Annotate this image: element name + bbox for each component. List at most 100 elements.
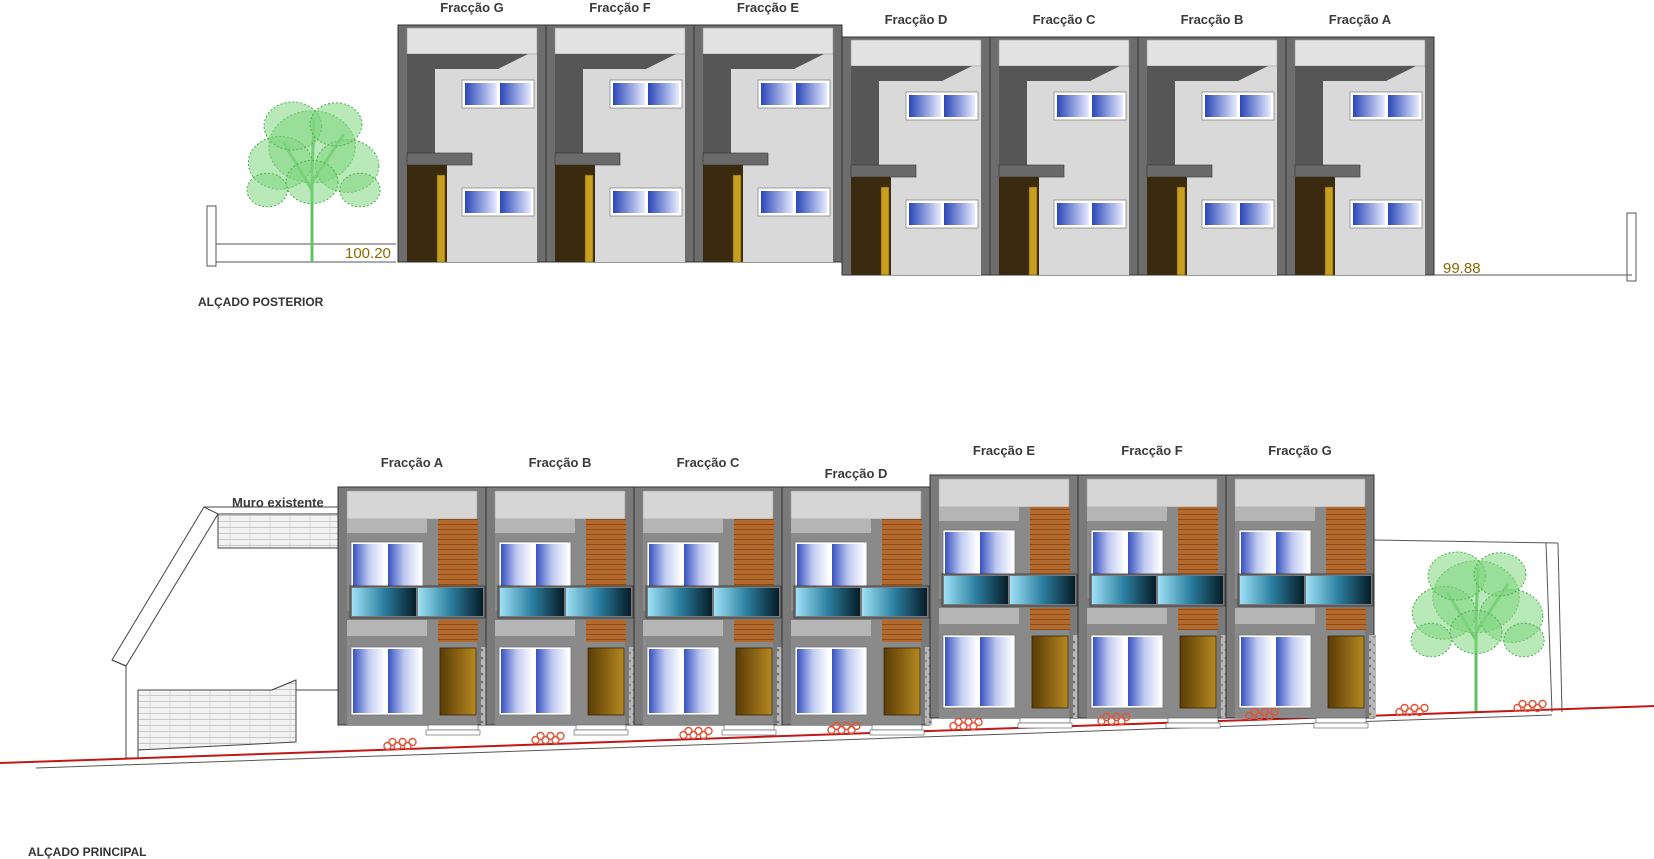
window-pane — [1241, 637, 1273, 706]
entrance-door — [1179, 635, 1217, 709]
window-pane — [1276, 637, 1309, 706]
window-pane — [1205, 203, 1237, 225]
window-pane — [501, 544, 533, 588]
balcony-glass — [796, 588, 860, 616]
unit-label: Fracção C — [677, 455, 740, 470]
existing-wall — [111, 506, 339, 759]
soffit — [791, 519, 871, 533]
tree-foliage — [309, 102, 363, 147]
shrub-leaf — [403, 741, 412, 751]
window-pane — [1240, 95, 1271, 117]
roof-band — [850, 39, 982, 67]
stone-pier — [1073, 635, 1080, 718]
window-pane — [945, 637, 977, 706]
balcony-glass — [648, 588, 712, 616]
window-pane — [761, 83, 793, 105]
entrance-step — [425, 729, 481, 736]
shrub-leaf — [1107, 716, 1116, 726]
door-leaf — [584, 174, 594, 263]
shrub-leaf — [1255, 711, 1264, 721]
window-pane — [648, 191, 679, 213]
entrance-step — [427, 724, 479, 731]
roof-band — [406, 27, 538, 55]
window-pane — [1353, 203, 1385, 225]
window-pane — [909, 95, 941, 117]
balcony-glass — [352, 588, 416, 616]
shrub-leaf — [1415, 707, 1424, 717]
window-pane — [1241, 532, 1273, 576]
overhang-shadow — [999, 66, 1120, 165]
window-pane — [1128, 532, 1161, 576]
window-pane — [797, 649, 829, 713]
window-pane — [1353, 95, 1385, 117]
window-pane — [832, 544, 865, 588]
window-pane — [980, 532, 1013, 576]
shrub-leaf — [398, 737, 407, 747]
timber-cladding — [1178, 608, 1218, 630]
shrub — [1097, 712, 1131, 726]
timber-cladding — [734, 620, 774, 642]
entrance-step — [869, 729, 925, 736]
overhang-shadow — [851, 66, 972, 165]
shrub-leaf — [969, 721, 978, 731]
window-pane — [1093, 637, 1125, 706]
window-pane — [832, 649, 865, 713]
window-pane — [613, 83, 645, 105]
window-pane — [1092, 203, 1123, 225]
window-pane — [1093, 532, 1125, 576]
rear-boundary — [206, 205, 1637, 282]
shrub-leaf — [1528, 699, 1537, 709]
shrub-leaf — [852, 721, 861, 731]
roof-band — [346, 490, 478, 520]
shrub-leaf — [388, 737, 397, 747]
timber-cladding — [1178, 507, 1218, 577]
shrub-leaf — [689, 730, 698, 740]
entrance-door — [587, 647, 625, 716]
unit-label: Fracção E — [973, 443, 1035, 458]
soffit — [1087, 608, 1167, 624]
tree-foliage — [285, 159, 339, 205]
rear-unit: Fracção G — [397, 0, 547, 263]
main-elevation-title: ALÇADO PRINCIPAL — [28, 845, 146, 859]
shrub-leaf — [1117, 716, 1126, 726]
roof-band — [1146, 39, 1278, 67]
shrub-leaf — [1410, 703, 1419, 713]
roof-band — [1086, 478, 1218, 508]
unit-label: Fracção E — [737, 0, 799, 15]
right-wall — [1371, 539, 1563, 713]
shrub — [827, 721, 861, 735]
entrance-step — [1019, 717, 1071, 724]
main-unit: Fracção E — [929, 443, 1080, 729]
roof-band — [998, 39, 1130, 67]
shrub-leaf — [1265, 711, 1274, 721]
balcony-glass — [862, 588, 927, 616]
roof-band — [1294, 39, 1426, 67]
window-pane — [684, 649, 717, 713]
shrub-leaf — [954, 717, 963, 727]
unit-label: Fracção D — [825, 466, 888, 481]
window-pane — [388, 649, 421, 713]
window-pane — [1388, 95, 1419, 117]
roof-band — [702, 27, 834, 55]
timber-cladding — [882, 620, 922, 642]
balcony-glass — [500, 588, 564, 616]
timber-cladding — [586, 519, 626, 589]
entrance-step — [1313, 722, 1369, 729]
window-pane — [353, 649, 385, 713]
balcony-glass — [1306, 576, 1371, 604]
shrub-leaf — [1395, 707, 1404, 717]
shrub-leaf — [974, 717, 983, 727]
window-pane — [465, 191, 497, 213]
shrub-leaf — [1112, 712, 1121, 722]
timber-cladding — [1326, 507, 1366, 577]
stone-pier — [925, 647, 932, 725]
shrub-leaf — [1538, 699, 1547, 709]
shrub-leaf — [1270, 707, 1279, 717]
shrub-leaf — [551, 735, 560, 745]
door-leaf — [436, 174, 446, 263]
shrub-leaf — [1518, 699, 1527, 709]
entrance-door — [735, 647, 773, 716]
canopy — [406, 152, 473, 166]
rear-unit: Fracção C — [989, 12, 1139, 276]
